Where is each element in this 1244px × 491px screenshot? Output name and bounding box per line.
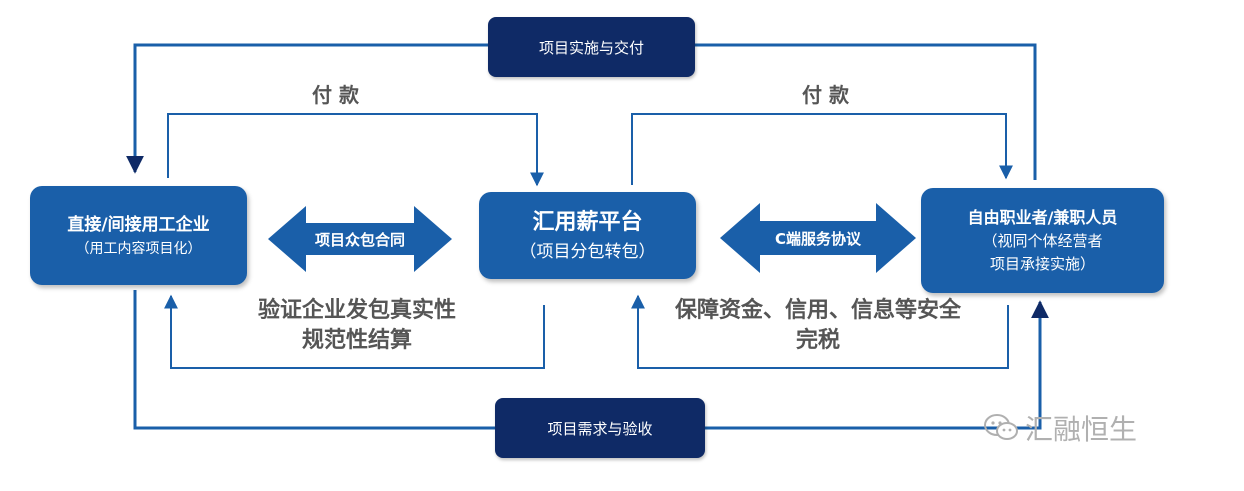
connector-top-right	[695, 43, 1037, 180]
verify-line2: 规范性结算	[301, 327, 412, 353]
payment-left-line	[167, 113, 544, 187]
node-platform: 汇用薪平台 （项目分包转包）	[479, 192, 696, 279]
guarantee-text: 保障资金、信用、信息等安全 完税	[642, 296, 994, 355]
platform-subtitle: （项目分包转包）	[519, 241, 656, 262]
verify-line1: 验证企业发包真实性	[257, 298, 456, 323]
bottom-bar-acceptance: 项目需求与验收	[495, 398, 705, 458]
enterprise-subtitle: （用工内容项目化）	[75, 240, 202, 257]
payment-left-label: 付 款	[312, 83, 359, 107]
freelancer-line2: （视同个体经营者	[982, 232, 1103, 250]
arrow-label-contract: 项目众包合同	[314, 230, 405, 249]
guarantee-line2: 完税	[795, 327, 840, 353]
arrow-label-agreement: C端服务协议	[774, 229, 861, 248]
double-arrow-left	[268, 206, 452, 272]
watermark-text: 汇融恒生	[1025, 413, 1138, 446]
platform-title: 汇用薪平台	[532, 209, 643, 235]
top-bar-delivery: 项目实施与交付	[488, 17, 695, 77]
guarantee-line1: 保障资金、信用、信息等安全	[674, 298, 961, 323]
connector-bottom-left	[133, 290, 495, 430]
connector-top-left	[126, 43, 488, 174]
payment-right-line	[631, 113, 1013, 185]
enterprise-title: 直接/间接用工企业	[67, 214, 210, 235]
node-freelancer: 自由职业者/兼职人员 （视同个体经营者 项目承接实施）	[921, 188, 1164, 293]
payment-right-label: 付 款	[802, 83, 849, 107]
verify-text: 验证企业发包真实性 规范性结算	[232, 296, 482, 355]
node-enterprise: 直接/间接用工企业 （用工内容项目化）	[30, 186, 247, 285]
freelancer-title: 自由职业者/兼职人员	[967, 208, 1118, 227]
verify-line	[164, 294, 545, 369]
double-arrow-right	[720, 203, 916, 273]
wechat-icon	[983, 413, 1019, 443]
watermark: 汇融恒生	[983, 408, 1137, 448]
guarantee-line	[631, 294, 1009, 369]
freelancer-line3: 项目承接实施）	[989, 255, 1095, 273]
connector-bottom-right	[705, 300, 1049, 430]
